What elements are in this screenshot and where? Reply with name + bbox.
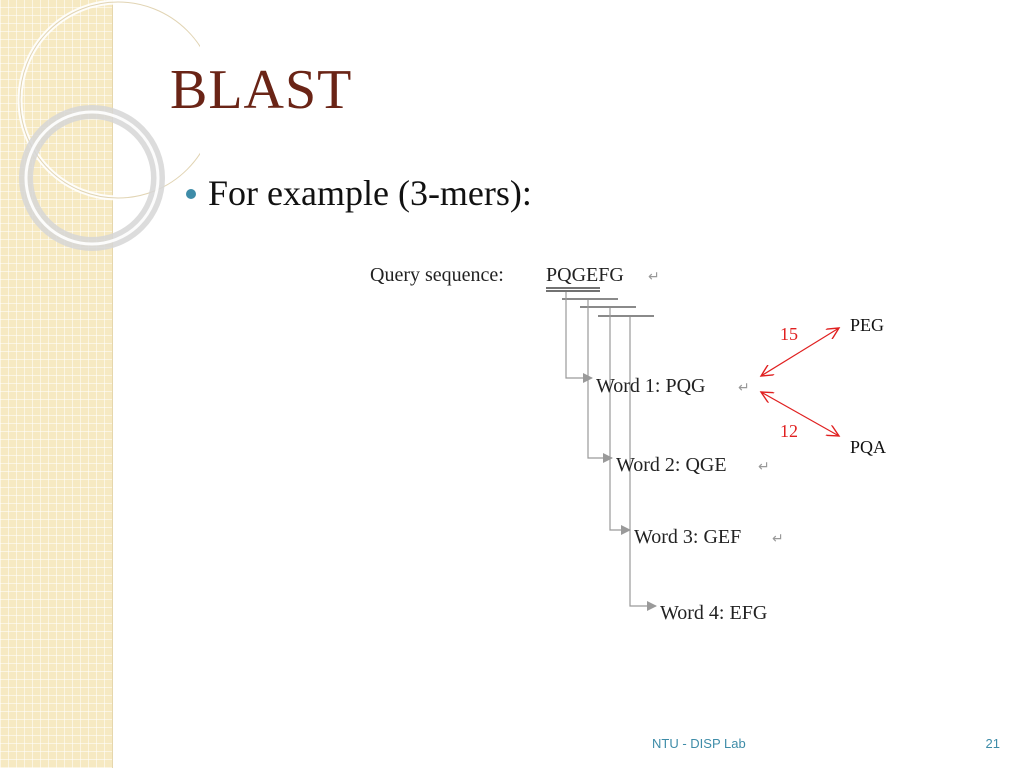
kmer-connectors — [565, 292, 657, 611]
return-mark-icon: ↵ — [772, 532, 784, 547]
slide-title: BLAST — [170, 59, 353, 121]
slide-number: 21 — [985, 736, 1000, 751]
neighbor-arrows — [761, 328, 839, 436]
return-mark-icon: ↵ — [648, 270, 660, 285]
query-sequence: PQGEFG — [546, 264, 624, 286]
score-pqa: 12 — [780, 421, 798, 441]
word-1-label: Word 1: PQG — [596, 375, 706, 397]
decorative-rings — [17, 0, 200, 251]
query-label: Query sequence: — [370, 264, 504, 286]
return-mark-icon: ↵ — [738, 381, 750, 396]
footer-lab-name: NTU - DISP Lab — [652, 736, 746, 751]
bullet-item: For example (3-mers): — [186, 172, 532, 214]
kmer-underlines — [546, 287, 654, 317]
word-3-label: Word 3: GEF — [634, 526, 741, 548]
bullet-text: For example (3-mers): — [208, 173, 532, 213]
bullet-dot-icon — [186, 189, 196, 199]
neighbor-word-pqa: PQA — [850, 437, 886, 457]
word-2-label: Word 2: QGE — [616, 454, 727, 476]
svg-text:Query sequence:: Query sequence: — [370, 264, 504, 286]
score-peg: 15 — [780, 324, 798, 344]
neighbor-word-peg: PEG — [850, 315, 884, 335]
return-mark-icon: ↵ — [758, 460, 770, 475]
word-4-label: Word 4: EFG — [660, 602, 767, 624]
